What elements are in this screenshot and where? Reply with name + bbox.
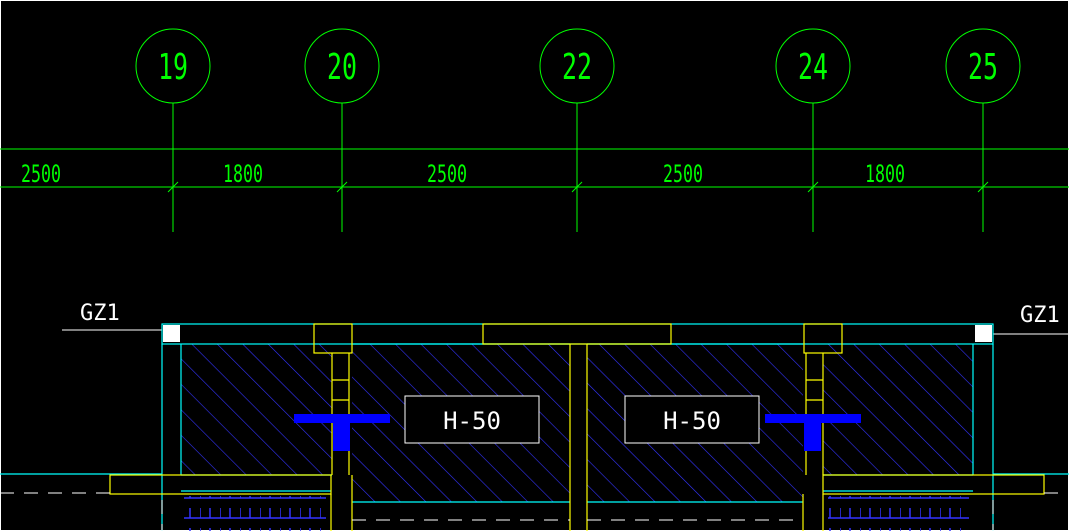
- column-tag-right-text: GZ1: [1020, 303, 1060, 328]
- corner-post-right: [975, 325, 992, 342]
- drain-mark-left[interactable]: [294, 414, 390, 451]
- axis-25[interactable]: 25: [945, 28, 1021, 232]
- axis-tick: [571, 181, 583, 193]
- dimension-text: 1800: [223, 160, 263, 188]
- axis-label: 20: [327, 47, 357, 88]
- dimension-lines: [0, 148, 1069, 188]
- pit-label-right[interactable]: H-50: [624, 395, 760, 444]
- dimension-texts: 2500 1800 2500 2500 1800: [21, 160, 905, 188]
- axis-22[interactable]: 22: [539, 28, 615, 232]
- axis-19[interactable]: 19: [135, 28, 211, 232]
- axis-label: 19: [158, 47, 188, 88]
- axis-label: 25: [968, 47, 998, 88]
- axis-24[interactable]: 24: [775, 28, 851, 232]
- axis-label: 22: [562, 47, 592, 88]
- column-tag-left[interactable]: GZ1: [62, 301, 162, 331]
- pit-label-right-text: H-50: [663, 407, 721, 435]
- axis-tick: [336, 181, 348, 193]
- axis-tick: [167, 181, 179, 193]
- hidden-lines: [0, 492, 1069, 531]
- axis-label: 24: [798, 47, 828, 88]
- walls: [109, 323, 1045, 531]
- drain-mark-right[interactable]: [765, 414, 861, 451]
- pit-label-left[interactable]: H-50: [404, 395, 540, 444]
- axis-tick: [807, 181, 819, 193]
- axis-tick: [977, 181, 989, 193]
- column-tag-right[interactable]: GZ1: [993, 303, 1069, 335]
- grid-axes: 19 20 22 24 25: [135, 28, 1021, 232]
- column-tag-left-text: GZ1: [80, 301, 120, 326]
- dimension-text: 2500: [663, 160, 703, 188]
- pit-label-left-text: H-50: [443, 407, 501, 435]
- dimension-text: 2500: [427, 160, 467, 188]
- corner-post-left: [163, 325, 180, 342]
- axis-20[interactable]: 20: [304, 28, 380, 232]
- dimension-text: 2500: [21, 160, 61, 188]
- lower-tile-areas: [184, 496, 969, 531]
- dimension-text: 1800: [865, 160, 905, 188]
